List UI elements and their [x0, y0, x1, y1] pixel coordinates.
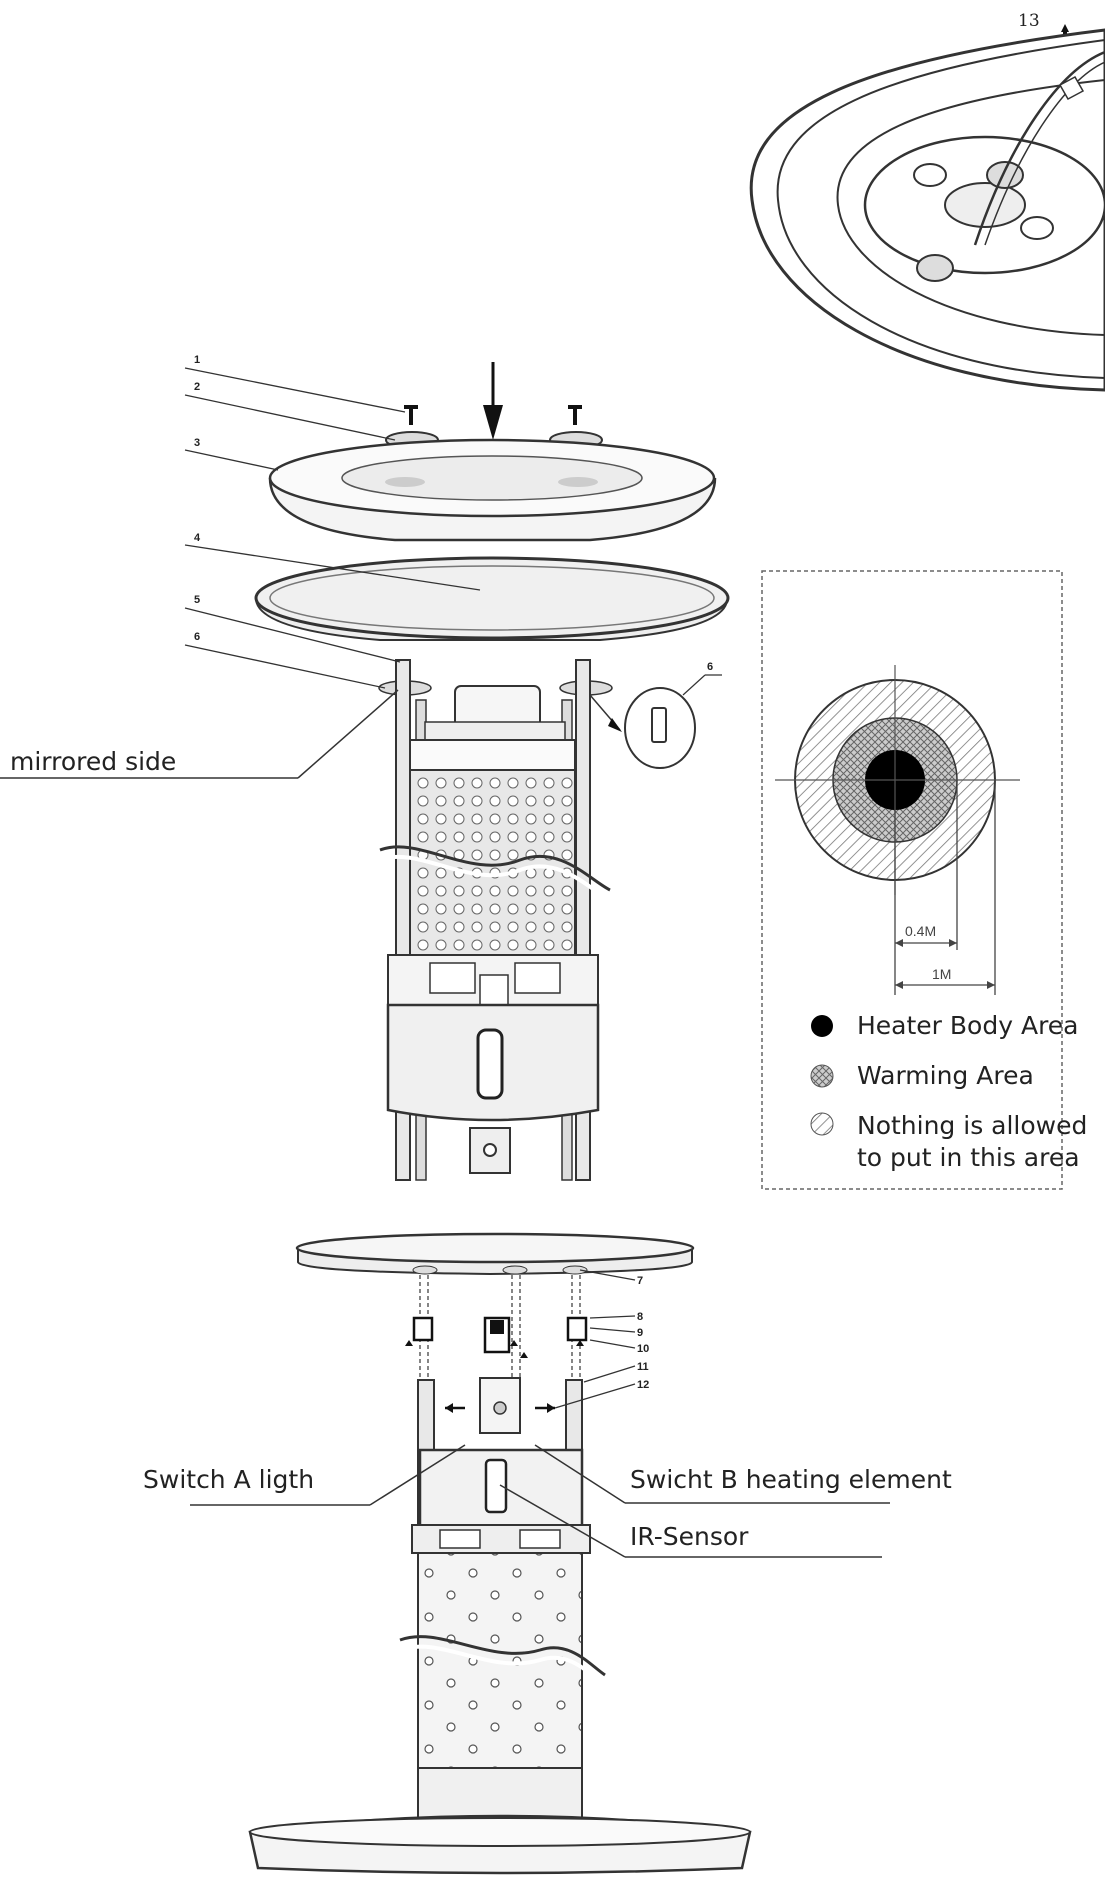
switch-b-leader [534, 1444, 890, 1504]
part-leaders-upper [184, 367, 481, 689]
part-number-11: 11 [637, 1361, 649, 1373]
switch-a-label: Switch A ligth [143, 1465, 314, 1494]
part-number-4: 4 [194, 532, 201, 544]
mesh-ring-part [254, 556, 730, 641]
ir-sensor-leader [499, 1484, 882, 1558]
switch-a-leader [190, 1444, 466, 1506]
screw-icon [404, 405, 582, 425]
part-number-10: 10 [637, 1343, 649, 1355]
heater-body-upper [379, 685, 611, 1174]
zone-diagram-frame [761, 570, 1063, 1190]
base-underside-view [749, 28, 1105, 392]
part-number-7: 7 [637, 1275, 643, 1287]
reflector-part [268, 438, 717, 542]
detail-label: 6 [707, 661, 713, 673]
dimension-inner: 0.4M [905, 923, 936, 939]
dimension-outer: 1M [932, 966, 951, 982]
part-number-5: 5 [194, 594, 200, 606]
part-number-2: 2 [194, 381, 200, 393]
legend-heater-body-swatch [811, 1015, 833, 1037]
part-number-8: 8 [637, 1311, 643, 1323]
legend-heater-body: Heater Body Area [857, 1011, 1079, 1040]
legend-nothing-swatch [810, 1112, 834, 1136]
part-leaders-lower [554, 1269, 636, 1409]
down-arrow-icon [483, 362, 503, 440]
detail-magnifier: 6 [589, 661, 722, 769]
part-number-12: 12 [637, 1379, 649, 1391]
heater-body-lower [399, 1377, 607, 1856]
ir-sensor-label: IR-Sensor [630, 1522, 749, 1551]
part-number-3: 3 [194, 437, 200, 449]
part-number-6: 6 [194, 631, 200, 643]
part-number-1: 1 [194, 354, 200, 366]
page-number: 13 [1018, 11, 1040, 31]
part-number-9: 9 [637, 1327, 643, 1339]
legend: Heater Body Area Warming Area Nothing is… [810, 1011, 1087, 1172]
zone-diagram [775, 665, 1020, 995]
switch-b-label: Swicht B heating element [630, 1465, 952, 1494]
heater-top-plate [295, 1232, 695, 1276]
legend-nothing-line2: to put in this area [857, 1143, 1080, 1172]
mirrored-side-leader [0, 689, 399, 779]
mirrored-side-label: mirrored side [10, 747, 176, 776]
legend-warming: Warming Area [857, 1061, 1034, 1090]
legend-warming-swatch [810, 1064, 834, 1088]
heater-base [248, 1814, 752, 1875]
mounting-brackets [405, 1316, 588, 1358]
legend-nothing-line1: Nothing is allowed [857, 1111, 1087, 1140]
